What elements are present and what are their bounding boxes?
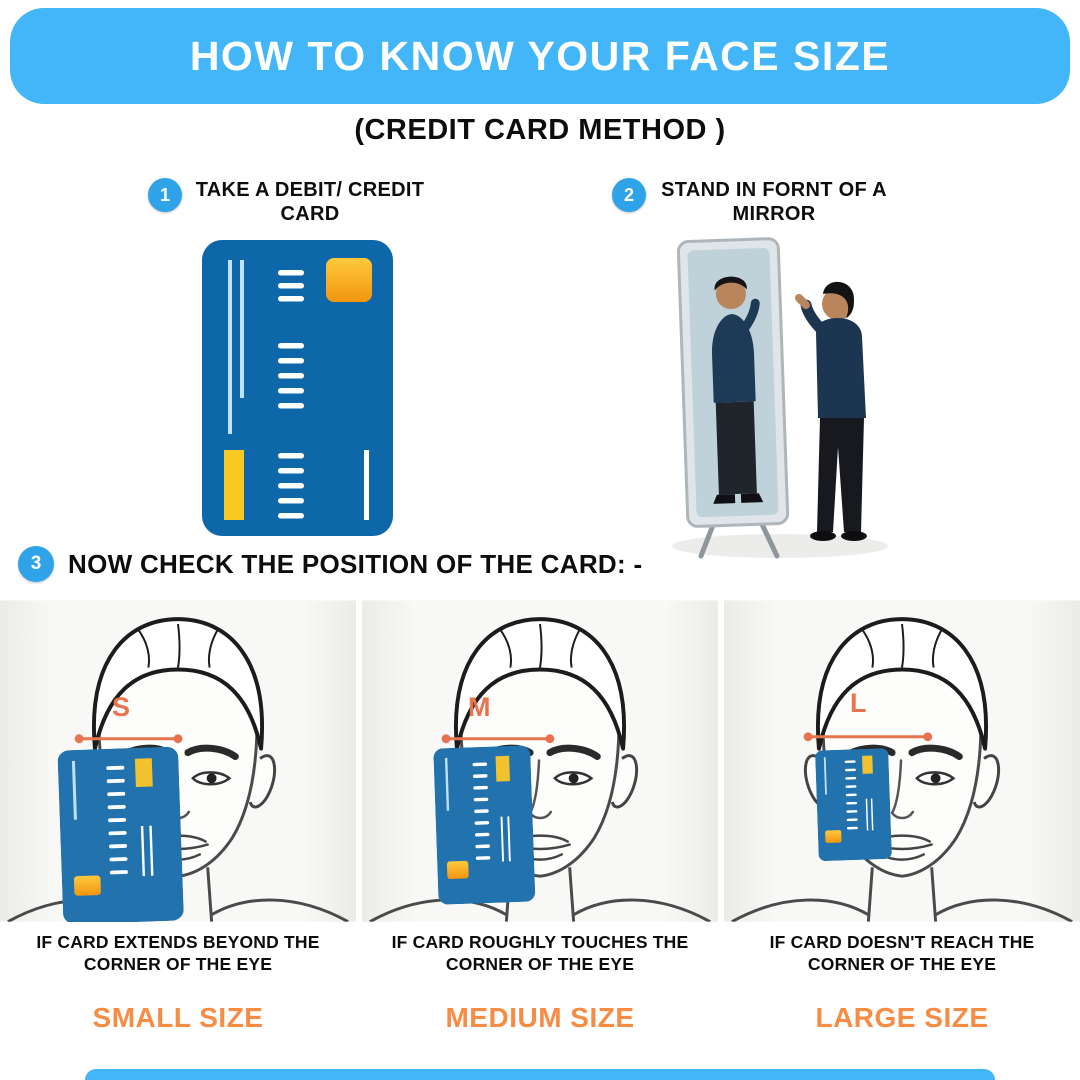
male-face-sketch-icon: [0, 600, 356, 922]
step-2-badge: 2: [612, 178, 646, 212]
size-letter-l: L: [850, 688, 868, 718]
size-label-medium: MEDIUM SIZE: [445, 1001, 635, 1033]
size-label-large: LARGE SIZE: [815, 1001, 989, 1033]
page-title: HOW TO KNOW YOUR FACE SIZE: [189, 32, 891, 79]
credit-card-icon: [202, 240, 393, 536]
card-overlay-medium: [433, 745, 536, 905]
male-face-sketch-icon: [724, 600, 1080, 922]
person-at-mirror-icon: [672, 237, 888, 559]
step-3-label: NOW CHECK THE POSITION OF THE CARD: -: [68, 548, 643, 579]
panel-caption-large: IF CARD DOESN'T REACH THE CORNER OF THE …: [769, 932, 1035, 974]
step-1-badge: 1: [148, 178, 182, 212]
step-1-header: 1 TAKE A DEBIT/ CREDIT CARD: [148, 178, 448, 226]
size-letter-s: S: [112, 692, 132, 722]
size-letter-m: M: [468, 692, 492, 722]
panel-medium: M IF CARD ROUGHLY TOUCHES THE CORNER OF …: [362, 600, 718, 1034]
male-face-sketch-icon: [362, 600, 718, 922]
face-image-medium: M: [362, 600, 718, 922]
size-label-small: SMALL SIZE: [92, 1001, 264, 1033]
panel-caption-medium: IF CARD ROUGHLY TOUCHES THE CORNER OF TH…: [391, 932, 689, 974]
step-2-header: 2 STAND IN FORNT OF A MIRROR: [612, 178, 912, 226]
panel-small: S IF CARD EXTENDS BEYOND THE CORNER OF T…: [0, 600, 356, 1034]
result-panels: S IF CARD EXTENDS BEYOND THE CORNER OF T…: [0, 600, 1080, 1034]
step-2-label: STAND IN FORNT OF A MIRROR: [661, 179, 887, 225]
panel-large: L IF CARD DOESN'T REACH THE CORNER OF TH…: [724, 600, 1080, 1034]
panel-caption-small: IF CARD EXTENDS BEYOND THE CORNER OF THE…: [36, 932, 320, 974]
step-3-badge: 3: [18, 546, 54, 582]
face-image-small: S: [0, 600, 356, 922]
subtitle: (CREDIT CARD METHOD ): [354, 114, 726, 146]
face-image-large: L: [724, 600, 1080, 922]
card-overlay-large: [814, 748, 892, 862]
card-overlay-small: [57, 746, 185, 922]
step-3-header: 3 NOW CHECK THE POSITION OF THE CARD: -: [18, 546, 642, 582]
step-1-label: TAKE A DEBIT/ CREDIT CARD: [195, 179, 425, 225]
title-banner: HOW TO KNOW YOUR FACE SIZE: [10, 8, 1070, 104]
bottom-accent-bar: [85, 1069, 995, 1080]
